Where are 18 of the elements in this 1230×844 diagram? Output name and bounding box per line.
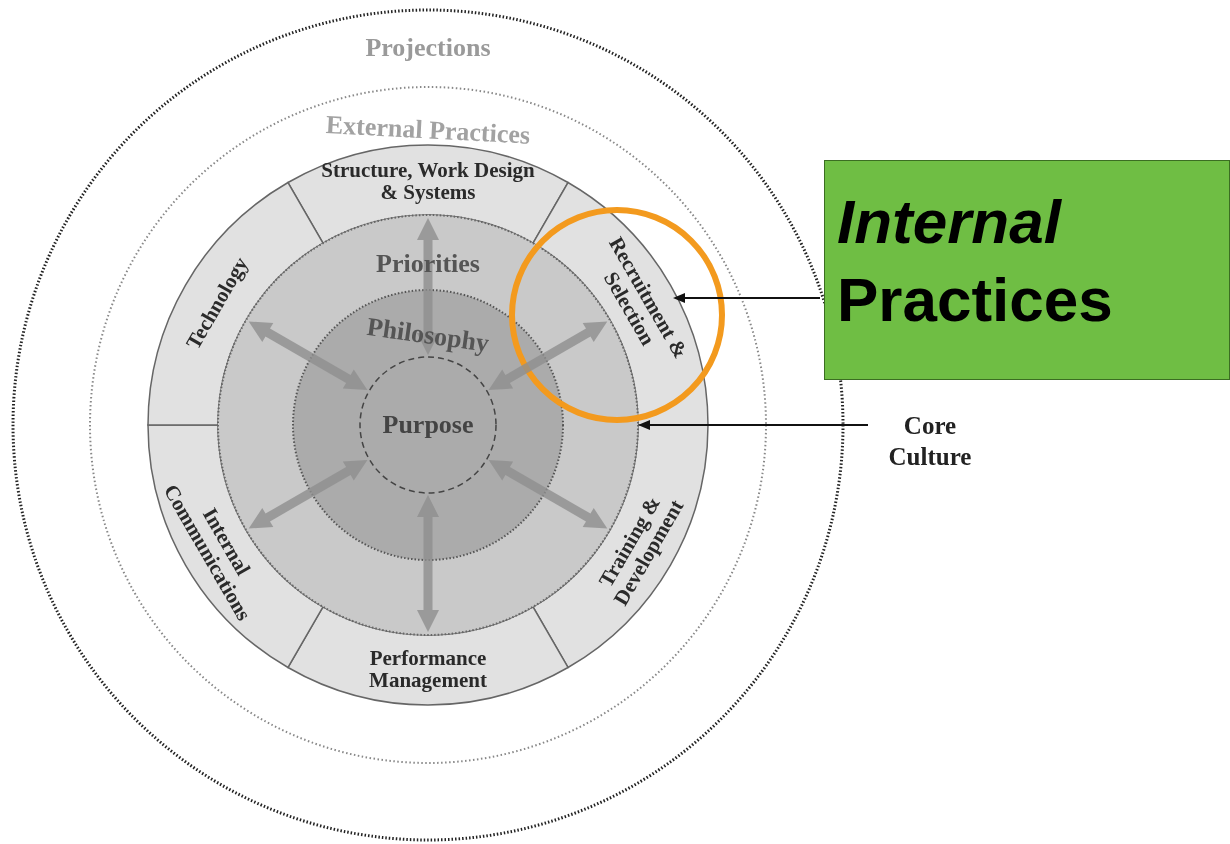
segment-label: Performance Management xyxy=(368,646,488,692)
double-arrow xyxy=(488,460,608,529)
double-arrow xyxy=(417,495,439,632)
double-arrow xyxy=(248,460,368,529)
arrow xyxy=(638,420,868,430)
double-arrow xyxy=(417,218,439,355)
double-arrow xyxy=(488,321,608,390)
callout-label: Core Culture xyxy=(872,410,988,480)
double-arrow xyxy=(248,321,368,390)
arrow xyxy=(673,293,820,303)
ring-label: External Practices xyxy=(324,109,532,152)
ring-label: Projections xyxy=(364,34,492,62)
ring-label: Priorities xyxy=(375,250,481,278)
callout-box xyxy=(824,160,1230,380)
ring-label: Philosophy xyxy=(364,310,492,360)
segment-label: Structure, Work Design & Systems xyxy=(320,158,536,204)
callout-title: Internal Practices xyxy=(837,186,1114,336)
center-label: Purpose xyxy=(381,411,475,439)
